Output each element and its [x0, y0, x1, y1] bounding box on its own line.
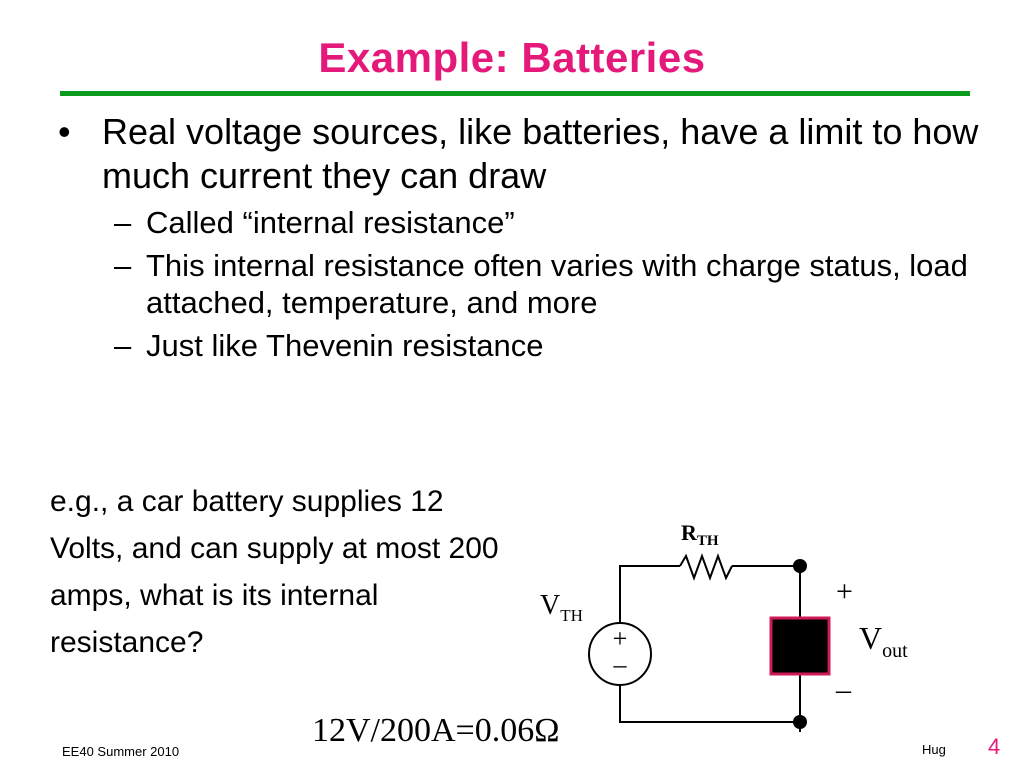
top-terminal-dot: [793, 559, 807, 573]
output-plus-sign: +: [836, 575, 853, 608]
voltage-source-symbol: [588, 622, 652, 686]
resistor-label-sub: TH: [697, 533, 719, 549]
source-label: VTH: [540, 590, 583, 625]
sub-bullet: – Just like Thevenin resistance: [114, 327, 988, 364]
output-voltage-label-sub: out: [882, 640, 908, 662]
resistor-zigzag: [679, 553, 733, 581]
bullet-list: • Real voltage sources, like batteries, …: [58, 110, 988, 364]
main-bullet-text: Real voltage sources, like batteries, ha…: [102, 111, 979, 196]
sub-bullet-text: This internal resistance often varies wi…: [146, 248, 968, 320]
sub-bullet: – Called “internal resistance”: [114, 204, 988, 241]
bullet-marker: •: [58, 111, 71, 152]
circuit-diagram: + – RTH VTH + – Vout: [540, 520, 908, 732]
bottom-terminal-dot: [793, 715, 807, 729]
sub-bullet: – This internal resistance often varies …: [114, 247, 988, 321]
example-text: e.g., a car battery supplies 12 Volts, a…: [50, 485, 499, 659]
output-minus-sign: –: [835, 673, 852, 706]
resistor-label: RTH: [681, 520, 719, 549]
sub-bullet-marker: –: [114, 328, 132, 363]
source-plus-sign: +: [613, 624, 628, 653]
sub-bullet-text: Just like Thevenin resistance: [146, 328, 544, 363]
sub-bullet-text: Called “internal resistance”: [146, 205, 515, 240]
source-label-sub: TH: [560, 606, 583, 625]
sub-bullet-marker: –: [114, 205, 132, 240]
source-minus-sign: –: [613, 650, 628, 679]
bottom-wire: [619, 685, 800, 723]
output-voltage-label: Vout: [859, 620, 908, 662]
footer-author: Hug: [922, 742, 946, 757]
page-number: 4: [988, 734, 1001, 759]
slide-title: Example: Batteries: [318, 34, 706, 81]
sub-bullet-list: – Called “internal resistance” – This in…: [58, 204, 988, 364]
main-bullet: • Real voltage sources, like batteries, …: [58, 110, 988, 198]
footer-course: EE40 Summer 2010: [62, 744, 180, 759]
title-divider: [60, 91, 970, 96]
top-wire-left: [619, 565, 680, 623]
load-box: [769, 616, 831, 676]
sub-bullet-marker: –: [114, 248, 132, 283]
formula: 12V/200A=0.06Ω: [312, 712, 560, 749]
